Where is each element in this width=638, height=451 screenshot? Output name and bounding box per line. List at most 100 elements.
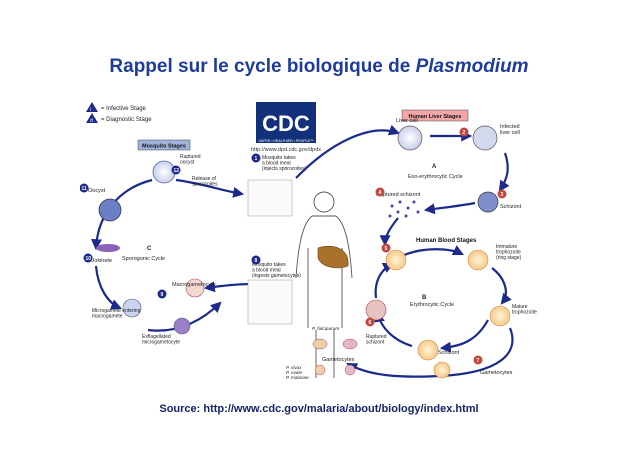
- gametocytes-label-left: Gametocytes: [322, 357, 355, 363]
- cdc-url: http://www.dpd.cdc.gov/dpdx: [251, 147, 321, 153]
- ruptured-liver-schizont-label: Ruptured schizont: [376, 192, 421, 198]
- human-blood-stages-label: Human Blood Stages: [416, 238, 477, 244]
- arrow-micro-to-macro: [147, 301, 222, 332]
- merozoite-rbc: [385, 249, 407, 271]
- macrogametocyte-cell: [185, 278, 205, 298]
- ookinete-label: Ookinete: [90, 258, 112, 264]
- step-9-num: 9: [161, 292, 164, 298]
- cycle-c-label: C: [147, 246, 152, 252]
- liver-cell: [397, 125, 423, 151]
- step-4-marker: [375, 187, 385, 197]
- step-4-num: 4: [379, 190, 382, 196]
- arrow-infected-to-schizont: [498, 152, 510, 192]
- source-citation: Source: http://www.cdc.gov/malaria/about…: [159, 403, 479, 415]
- cycle-b-label: B: [422, 295, 427, 301]
- oocyst-label: Oocyst: [88, 188, 106, 194]
- step-6-num: 6: [369, 320, 372, 326]
- cycle-a-label: A: [432, 164, 437, 170]
- gametocytes-label-right: Gametocytes: [480, 370, 513, 376]
- step-1-marker: [251, 153, 261, 163]
- liver-schizont: [477, 191, 499, 213]
- mosquito-stages-label: Mosquito Stages: [142, 144, 186, 150]
- exo-cycle-label: Exo-erythrocytic Cycle: [408, 174, 463, 180]
- step-12-marker: [171, 165, 181, 175]
- arrow-to-liver-cell: [295, 124, 401, 179]
- ookinete-cell: [96, 244, 120, 252]
- diagnostic-stage-icon: [86, 113, 98, 123]
- step-3-marker: [497, 189, 507, 199]
- legend: i = Infective Stage d = Diagnostic Stage: [86, 102, 152, 124]
- step-9-marker: [157, 289, 167, 299]
- legend-infective: = Infective Stage: [101, 106, 147, 112]
- arrow-ruptured-to-blood: [379, 217, 399, 247]
- step-5-marker: [381, 243, 391, 253]
- arrow-ookinete-to-microgamete: [94, 265, 123, 310]
- liver-schizont-label: Schizont: [500, 204, 522, 210]
- infective-letter: i: [90, 107, 91, 113]
- step-3-num: 3: [501, 192, 504, 198]
- microgamete-cell: [122, 298, 142, 318]
- step-2-marker: [459, 127, 469, 137]
- arrow-schizont-to-ruptured: [423, 201, 476, 215]
- step-11-num: 11: [82, 186, 88, 192]
- erythrocytic-cycle-label: Erythrocytic Cycle: [410, 302, 454, 308]
- slide-title: Rappel sur le cycle biologique de Plasmo…: [0, 56, 638, 78]
- exflagellated-cell: [173, 317, 191, 335]
- infective-stage-icon: [86, 102, 98, 112]
- arrow-immature-to-mature: [491, 267, 512, 305]
- ruptured-liver-schizont: [388, 200, 420, 218]
- blood-schizont-rbc: [417, 339, 439, 361]
- step-markers: 1 2 3 4 5 6 7 8 9 10 11 12: [80, 127, 507, 365]
- ruptured-oocyst-cell: [152, 160, 176, 184]
- human-figure: [295, 191, 353, 378]
- arrow-mature-to-schizont: [439, 319, 489, 353]
- sporogonic-cycle-label: Sporogonic Cycle: [122, 256, 165, 262]
- gametocyte-rbc: [433, 361, 451, 379]
- slide-title-text: Rappel sur le cycle biologique de: [109, 56, 416, 77]
- step-5-num: 5: [385, 246, 388, 252]
- cdc-logo-band: [256, 138, 316, 143]
- cdc-logo-box: [256, 102, 316, 138]
- liver-cell-label: Liver cell: [396, 118, 418, 124]
- step-8-num: 8: [255, 258, 258, 264]
- blood-schizont-label: Schizont: [438, 350, 460, 356]
- mosquito-stages-box: [137, 139, 191, 151]
- oocyst-cell: [98, 198, 122, 222]
- other-gametocyte-male: [344, 364, 356, 376]
- macrogametocyte-label: Macrogametocyte: [172, 282, 216, 288]
- arrow-release-sporozoites: [175, 178, 245, 198]
- falciparum-gametocyte-male: [342, 338, 358, 350]
- liver-organ: [317, 245, 349, 269]
- step-2-num: 2: [463, 130, 466, 136]
- step-7-marker: [473, 355, 483, 365]
- step-7-num: 7: [477, 358, 480, 364]
- ruptured-blood-schizont: [365, 299, 387, 321]
- step-10-num: 10: [86, 256, 92, 262]
- step-1-num: 1: [255, 156, 258, 162]
- mosquito-bite-8-image: [247, 279, 293, 325]
- cdc-logo: CDC SAFER • HEALTHIER • PEOPLE™ http://w…: [251, 102, 321, 153]
- step-11-marker: [80, 183, 89, 193]
- cdc-tagline: SAFER • HEALTHIER • PEOPLE™: [259, 139, 314, 143]
- step-8-marker: [251, 255, 261, 265]
- falciparum-gametocyte-female: [312, 338, 328, 350]
- infected-liver-cell: [472, 125, 498, 151]
- step-6-marker: [365, 317, 375, 327]
- cdc-logo-text: CDC: [262, 111, 310, 136]
- mature-trophozoite-rbc: [489, 305, 511, 327]
- mosquito-bite-1-image: [247, 179, 293, 217]
- p-falciparum-label: P. falciparum: [312, 326, 339, 332]
- step-12-num: 12: [174, 168, 180, 174]
- human-liver-stages-box: [401, 109, 469, 122]
